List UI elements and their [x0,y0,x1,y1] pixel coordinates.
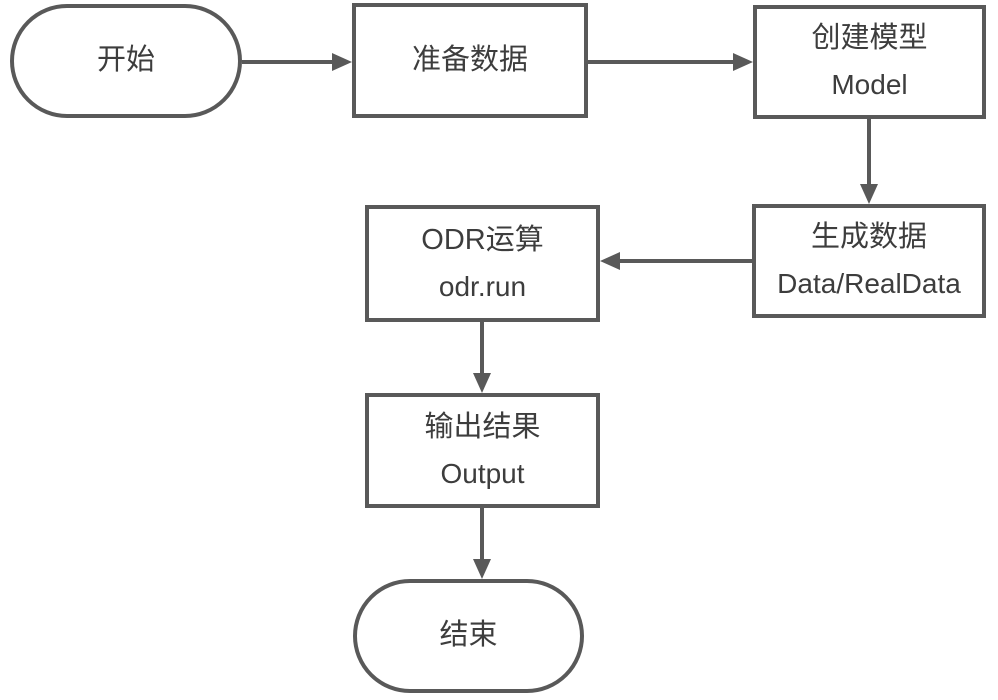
arrow-line [867,119,871,185]
node-label: 准备数据 [411,43,528,76]
node-label: 开始 [96,44,155,77]
arrow-head-icon [473,373,491,393]
arrow-head-icon [860,184,878,204]
flow-node-output: 输出结果 Output [365,393,600,508]
flow-node-start: 开始 [10,4,242,118]
arrow-line [480,322,484,374]
arrow-head-icon [332,53,352,71]
node-label: 输出结果 [424,410,541,443]
flow-node-end: 结束 [353,579,584,693]
arrow-line [618,259,752,263]
flow-node-generate-data: 生成数据 Data/RealData [752,204,986,318]
flow-node-create-model: 创建模型 Model [753,5,986,119]
arrow-line [242,60,334,64]
node-sublabel: odr.run [438,270,527,302]
arrow-head-icon [600,252,620,270]
node-sublabel: Model [831,69,908,101]
flow-node-prepare-data: 准备数据 [352,3,588,118]
arrow-head-icon [473,559,491,579]
node-sublabel: Data/RealData [777,268,961,300]
node-label: 生成数据 [810,221,927,254]
flow-node-odr-run: ODR运算 odr.run [365,205,600,322]
arrow-head-icon [733,53,753,71]
node-label: 结束 [439,619,498,652]
node-label: ODR运算 [421,223,544,256]
node-label: 创建模型 [811,22,928,55]
arrow-line [480,508,484,560]
node-sublabel: Output [440,457,525,489]
arrow-line [588,60,734,64]
